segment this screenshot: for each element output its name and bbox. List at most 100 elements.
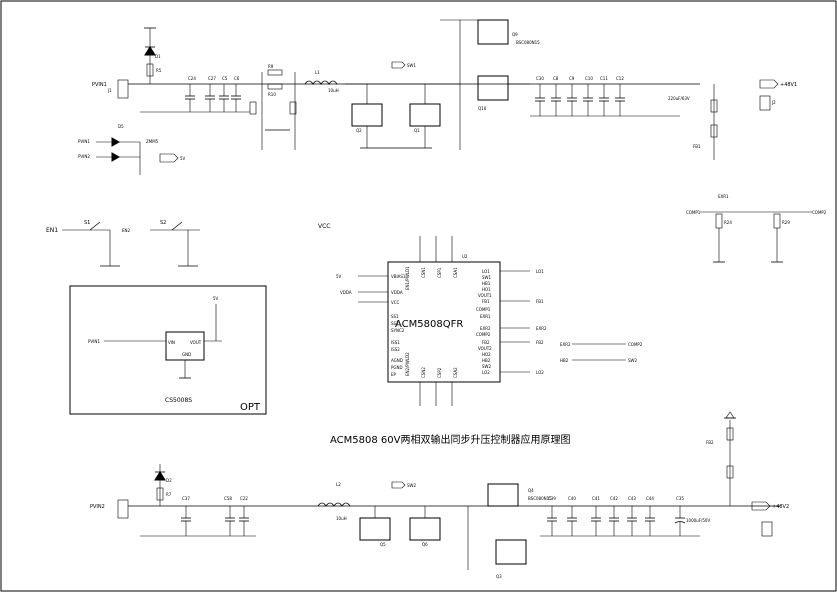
resistor-r10-label: R10 [268,92,276,97]
pin-en2-pwld2: EN2/PWLD2 [405,352,410,376]
net-pvin2-label: PVIN2 [90,504,105,510]
cap-c30-label: C30 [536,76,544,81]
net-exr2-right: EXR2 [536,326,547,331]
inductor-l1-value: 10uH [328,88,339,93]
net-sw1-label: SW1 [407,63,416,68]
cap-c35-label: C35 [676,496,684,501]
pin-fb2: FB2 [482,340,490,345]
net-48v2-label: +48V2 [772,504,789,510]
cap-c39-label: C39 [548,496,556,501]
cap-c37-label: C37 [182,496,190,501]
opt-box: OPT VIN GND VOUT CS5008S PVIN1 5V [69,285,267,415]
schematic-title: ACM5808 60V两相双输出同步升压控制器应用原理图 [330,433,570,446]
cap-c58-label: C58 [224,496,232,501]
cap-c12-label: C12 [616,76,624,81]
cap-c42-label: C42 [610,496,618,501]
pin-ss2: SS2 [391,321,399,326]
bootstrap-section: EXR2 COMP2 HB2 SW2 [560,342,643,363]
pin-en1-pwld1: EN1/PWLD1 [405,266,410,290]
mosfet-q1-label: Q1 [414,128,420,133]
main-ic-acm5808: ACM5808QFR U2 VBIAS1 VDDA VCC SS1 SS2 SY… [318,223,547,406]
pin-csn2: CSN2 [421,367,426,378]
resistor-r12 [289,101,297,115]
mosfet-part-bottom: BSC080N15 [528,496,552,501]
cap-c6-label: C6 [234,76,240,81]
net-comp2-label: COMP2 [812,210,827,215]
connector-j4 [761,521,773,537]
net-48v2-tag [751,501,771,511]
pin-vdda: VDDA [391,290,403,295]
pin-vcc: VCC [391,300,400,305]
mosfet-q6 [409,517,441,541]
mosfet-q9-label: Q9 [512,32,518,37]
inductor-l1-icon [304,80,338,85]
mosfet-q3-label: Q3 [496,574,502,579]
pin-ho1: HO1 [482,287,491,292]
net-hb2-mid: HB2 [560,358,569,363]
ldo-5v-net: 5V [213,296,219,301]
pin-ho2: HO2 [482,352,491,357]
zener-label: ZMM5 [146,139,159,144]
net-48v1-label: +48V1 [780,82,797,88]
cap-c40-label: C40 [568,496,576,501]
pin-vout1: VOUT1 [478,293,492,298]
pin-iss2: ISS2 [391,347,400,352]
resistor-r25 [726,427,734,441]
net-sw1-tag [391,61,406,69]
pin-hb2: HB2 [482,358,491,363]
ldo-name: CS5008S [165,397,192,404]
resistor-r9-label: R9 [268,64,274,69]
resistor-r30 [726,465,734,479]
pin-sync2: SYNC2 [391,328,405,333]
mosfet-q1 [409,103,441,127]
resistor-r7 [156,487,164,501]
pin-lo1: LO1 [482,269,490,274]
cap-c44-label: C44 [646,496,654,501]
pin-csp2: CSP2 [437,367,442,378]
net-sw2-label: SW2 [407,483,416,488]
cap-c27-label: C27 [208,76,216,81]
pin-hb1: HB1 [482,281,491,286]
net-fb1-right: FB1 [536,299,544,304]
net-48v1-tag [759,79,779,89]
connector-j2 [759,95,771,111]
opt-frame [69,285,267,415]
ldo-pin-vout: VOUT [190,340,202,345]
vbias-5v-label: 5V [180,156,186,161]
net-fb2-right: FB2 [536,340,544,345]
top-output-cap-bank: C30 C8 C9 C10 C11 C12 [530,76,680,117]
net-exr1-comp: EXR1 [718,194,729,199]
net-lo2-right: LO2 [536,370,544,375]
mosfet-q6-label: Q6 [422,542,428,547]
mosfet-q4-label: Q4 [528,488,534,493]
led-d1-icon [144,46,156,56]
mosfet-q2-label: Q2 [356,128,362,133]
mosfet-q4 [487,483,519,507]
resistor-r24-label: R24 [724,220,732,225]
mosfet-q3 [495,539,527,565]
connector-j1 [117,79,129,99]
bottom-output-cap-bank: C39 C40 C41 C42 C43 C44 C35 1000uF/50V [540,496,710,537]
ic-body [387,261,501,383]
net-vdda-left: VDDA [340,290,352,295]
ldo-pin-vin: VIN [168,340,175,345]
pin-comp1: COMP1 [476,307,491,312]
resistor-r5 [146,63,154,77]
pin-vout2: VOUT2 [478,346,492,351]
net-pvin1-label: PVIN1 [92,82,107,88]
resistor-r7-label: R7 [166,492,172,497]
led-d2-label: D2 [166,478,172,483]
net-vcc-label: VCC [318,223,330,230]
pin-fb1: FB1 [482,299,490,304]
resistor-r29 [773,213,781,229]
resistor-r11 [249,101,257,115]
net-vbias-left: 5V [336,274,342,279]
switch-s1-label: S1 [84,220,90,226]
cap-c5-label: C5 [222,76,228,81]
pin-sw2: SW2 [482,364,491,369]
cap-c24-label: C24 [188,76,196,81]
resistor-r13 [710,99,718,113]
pin-csp1: CSP1 [437,267,442,278]
pin-lo2: LO2 [482,370,490,375]
pin-exr2: EXR2 [480,326,491,331]
